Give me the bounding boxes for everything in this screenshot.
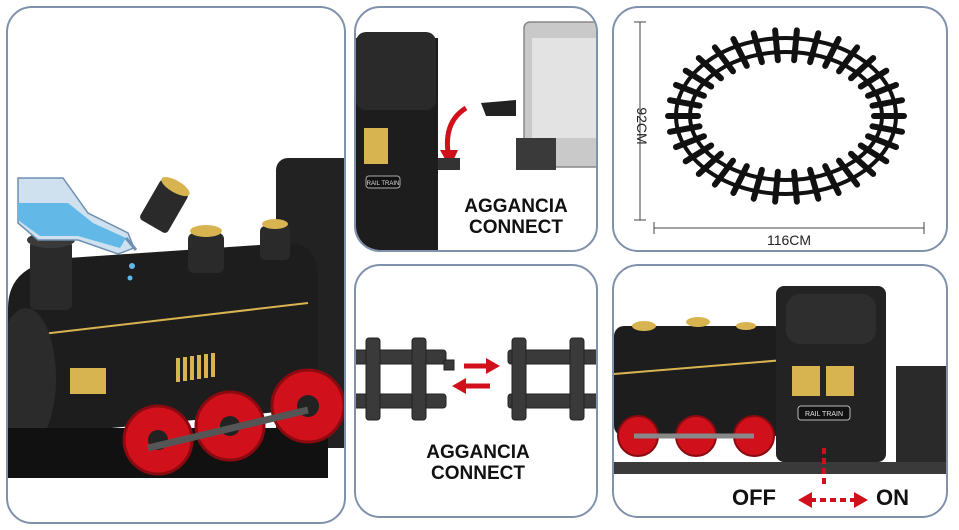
track-tie: [869, 97, 905, 109]
track-tie: [730, 36, 750, 69]
track-tie: [672, 133, 707, 151]
connect-caption: AGGANCIA CONNECT: [386, 442, 570, 485]
coupling-illustration: RAIL TRAIN: [356, 21, 596, 250]
height-dimension-label: 92CM: [634, 107, 650, 145]
track-tie: [822, 163, 842, 196]
panel-power-switch: RAIL TRAIN OFF ON: [612, 264, 948, 518]
track-tie: [836, 157, 861, 188]
track-tie: [667, 97, 703, 109]
track-tie: [711, 157, 736, 188]
caption-line-1: AGGANCIA: [464, 196, 568, 217]
track-tie: [857, 142, 890, 165]
track-tie: [682, 67, 715, 90]
width-dimension-label: 116CM: [766, 232, 812, 248]
caption-line-1: AGGANCIA: [426, 442, 530, 463]
track-tie: [750, 166, 765, 202]
oval-track-diagram: [634, 21, 925, 234]
track-tie: [772, 168, 781, 205]
track-tie: [682, 142, 715, 165]
panel-smoke-filling: [6, 6, 346, 524]
locomotive-side-illustration: RAIL TRAIN: [614, 286, 946, 508]
track-tie: [791, 168, 800, 205]
track-tie: [772, 27, 781, 64]
connect-caption: AGGANCIA CONNECT: [436, 196, 596, 239]
on-label: ON: [876, 485, 909, 510]
track-tie: [807, 166, 822, 202]
rail-join-illustration: [356, 337, 596, 421]
caption-line-2: CONNECT: [469, 217, 563, 239]
panel-track-dimensions: 92CM 116CM: [612, 6, 948, 252]
track-tie: [672, 81, 707, 99]
caption-line-2: CONNECT: [431, 463, 525, 485]
rail-train-emblem: RAIL TRAIN: [805, 411, 843, 418]
track-tie: [865, 133, 900, 151]
track-tie: [822, 36, 842, 69]
track-tie: [791, 27, 800, 64]
panel-tender-coupling: RAIL TRAIN AGGANCIA CONNECT: [354, 6, 598, 252]
track-tie: [667, 123, 703, 135]
track-tie: [865, 81, 900, 99]
track-tie: [807, 30, 822, 66]
chimney-cap-icon: [140, 177, 190, 233]
track-tie: [750, 30, 765, 66]
track-tie: [848, 150, 877, 177]
track-tie: [730, 163, 750, 196]
track-tie: [857, 67, 890, 90]
svg-text:RAIL TRAIN: RAIL TRAIN: [367, 181, 400, 187]
off-label: OFF: [732, 485, 776, 510]
arrow-right-icon: [854, 492, 868, 508]
panel-rail-connection: AGGANCIA CONNECT: [354, 264, 598, 518]
track-tie: [848, 55, 877, 82]
track-tie: [695, 150, 724, 177]
track-tie: [711, 44, 736, 75]
oil-bottle-icon: [17, 177, 138, 255]
locomotive-front-illustration: [8, 158, 344, 478]
arrow-left-icon: [798, 492, 812, 508]
track-tie: [695, 55, 724, 82]
track-tie: [869, 123, 905, 135]
track-tie: [836, 44, 861, 75]
